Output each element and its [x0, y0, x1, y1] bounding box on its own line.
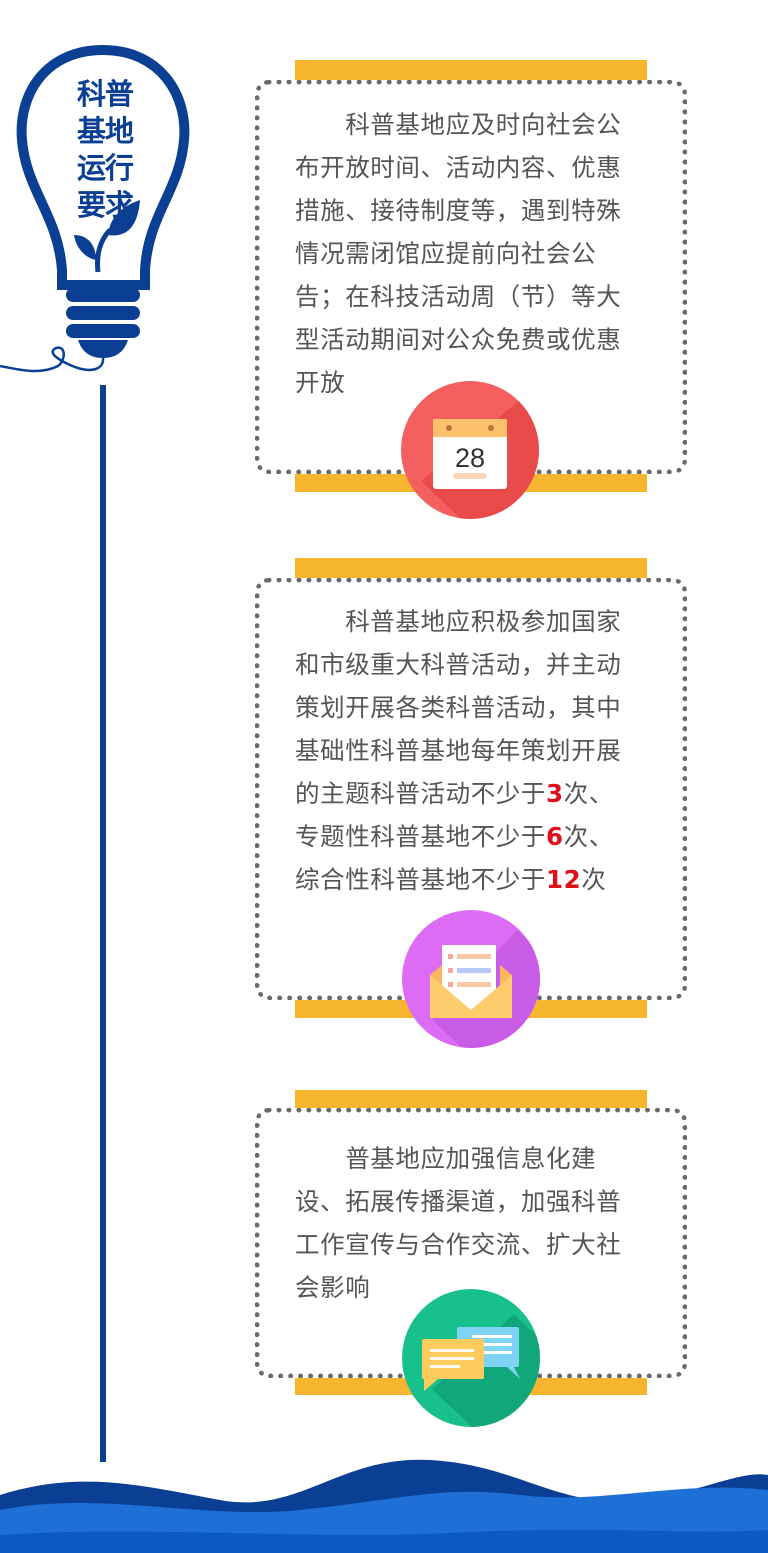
text-line: 科普基地应及时向社会公	[295, 103, 655, 146]
lightbulb-logo	[0, 40, 200, 390]
highlight-number: 3	[546, 779, 564, 808]
text-segment: 科普基地应及时向社会公	[295, 110, 622, 139]
text-segment: 告；在科技活动周（节）等大	[295, 282, 622, 311]
page-title: 科普 基地 运行 要求	[70, 76, 140, 224]
text-segment: 工作宣传与合作交流、扩大社	[295, 1230, 622, 1259]
text-line: 和市级重大科普活动，并主动	[295, 643, 655, 686]
text-line: 会影响	[295, 1266, 655, 1309]
text-segment: 型活动期间对公众免费或优惠	[295, 325, 622, 354]
title-line: 要求	[76, 188, 134, 222]
text-line: 综合性科普基地不少于12次	[295, 858, 655, 901]
text-line: 型活动期间对公众免费或优惠	[295, 318, 655, 361]
text-segment: 的主题科普活动不少于	[295, 779, 546, 808]
envelope-letter-icon	[402, 910, 540, 1048]
text-line: 设、拓展传播渠道，加强科普	[295, 1180, 655, 1223]
calendar-icon: 28	[401, 381, 539, 519]
text-line: 开放	[295, 361, 655, 404]
text-line: 的主题科普活动不少于3次、	[295, 772, 655, 815]
lightbulb-icon	[0, 44, 190, 373]
card-3-text: 普基地应加强信息化建设、拓展传播渠道，加强科普工作宣传与合作交流、扩大社会影响	[295, 1137, 655, 1309]
text-segment: 会影响	[295, 1273, 371, 1302]
card-top-bar	[295, 1090, 647, 1110]
text-line: 工作宣传与合作交流、扩大社	[295, 1223, 655, 1266]
text-segment: 综合性科普基地不少于	[295, 865, 546, 894]
text-segment: 布开放时间、活动内容、优惠	[295, 153, 622, 182]
timeline-line	[100, 385, 106, 1462]
text-segment: 专题性科普基地不少于	[295, 822, 546, 851]
text-line: 布开放时间、活动内容、优惠	[295, 146, 655, 189]
text-line: 告；在科技活动周（节）等大	[295, 275, 655, 318]
text-segment: 次、	[563, 779, 614, 808]
text-segment: 次、	[563, 822, 614, 851]
calendar-date: 28	[455, 443, 485, 473]
text-segment: 开放	[295, 368, 346, 397]
title-line: 基地	[76, 114, 134, 148]
title-line: 运行	[76, 151, 134, 185]
card-top-bar	[295, 558, 647, 580]
highlight-number: 6	[546, 822, 564, 851]
text-line: 策划开展各类科普活动，其中	[295, 686, 655, 729]
title-line: 科普	[76, 77, 134, 111]
text-segment: 基础性科普基地每年策划开展	[295, 736, 622, 765]
text-segment: 普基地应加强信息化建	[295, 1144, 597, 1173]
chat-bubbles-icon	[402, 1289, 540, 1427]
text-line: 措施、接待制度等，遇到特殊	[295, 189, 655, 232]
text-segment: 次	[581, 865, 607, 894]
card-2-text: 科普基地应积极参加国家和市级重大科普活动，并主动策划开展各类科普活动，其中基础性…	[295, 600, 655, 901]
text-line: 普基地应加强信息化建	[295, 1137, 655, 1180]
text-segment: 和市级重大科普活动，并主动	[295, 650, 622, 679]
text-line: 专题性科普基地不少于6次、	[295, 815, 655, 858]
wave-decoration	[0, 1459, 768, 1553]
card-top-bar	[295, 60, 647, 82]
text-segment: 策划开展各类科普活动，其中	[295, 693, 622, 722]
card-1	[255, 80, 687, 474]
text-line: 情况需闭馆应提前向社会公	[295, 232, 655, 275]
text-segment: 设、拓展传播渠道，加强科普	[295, 1187, 622, 1216]
text-segment: 措施、接待制度等，遇到特殊	[295, 196, 622, 225]
text-segment: 科普基地应积极参加国家	[295, 607, 622, 636]
card-1-text: 科普基地应及时向社会公布开放时间、活动内容、优惠措施、接待制度等，遇到特殊情况需…	[295, 103, 655, 404]
text-line: 基础性科普基地每年策划开展	[295, 729, 655, 772]
text-segment: 情况需闭馆应提前向社会公	[295, 239, 597, 268]
text-line: 科普基地应积极参加国家	[295, 600, 655, 643]
highlight-number: 12	[546, 865, 582, 894]
